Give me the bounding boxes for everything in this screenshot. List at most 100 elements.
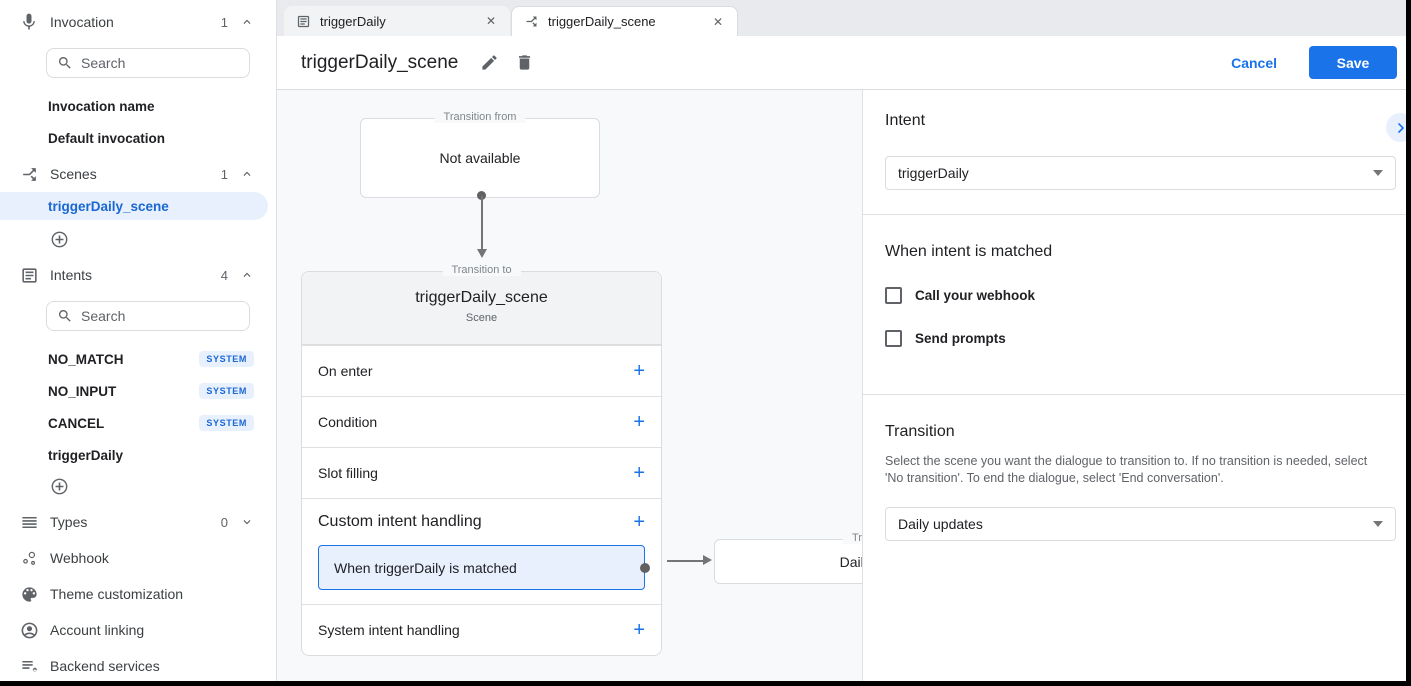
- add-plus-icon[interactable]: +: [633, 511, 645, 533]
- chevron-up-icon[interactable]: [240, 167, 254, 181]
- edit-pencil-icon[interactable]: [480, 53, 499, 72]
- tab-triggerdaily[interactable]: triggerDaily ✕: [284, 6, 510, 36]
- window-edge-right: [1406, 0, 1411, 686]
- connector-dot: [640, 562, 650, 573]
- tab-label: triggerDaily: [320, 13, 386, 29]
- divider: [863, 214, 1406, 215]
- tab-strip: triggerDaily ✕ triggerDaily_scene ✕: [277, 0, 1406, 36]
- checkbox-label: Call your webhook: [915, 288, 1036, 303]
- item-label: triggerDaily: [48, 447, 124, 463]
- sidebar-section-account-linking[interactable]: Account linking: [0, 618, 276, 642]
- chevron-up-icon[interactable]: [240, 15, 254, 29]
- add-plus-icon[interactable]: +: [633, 360, 645, 382]
- tab-triggerdaily-scene[interactable]: triggerDaily_scene ✕: [511, 6, 738, 36]
- chevron-up-icon[interactable]: [240, 268, 254, 282]
- scene-row-condition: Condition +: [302, 396, 661, 447]
- scene-row-slot-filling: Slot filling +: [302, 447, 661, 498]
- sidebar-section-invocation[interactable]: Invocation 1: [0, 10, 276, 34]
- chevron-down-icon[interactable]: [240, 515, 254, 529]
- item-label: CANCEL: [48, 415, 105, 431]
- checkbox-unchecked-icon[interactable]: [885, 330, 902, 347]
- save-button[interactable]: Save: [1309, 46, 1397, 79]
- sidebar-item-no-input[interactable]: NO_INPUT SYSTEM: [0, 381, 276, 401]
- chevron-right-icon: [1397, 122, 1404, 133]
- close-icon[interactable]: ✕: [485, 14, 496, 28]
- sidebar-item-invocation-name[interactable]: Invocation name: [0, 96, 276, 116]
- delete-trash-icon[interactable]: [515, 53, 534, 72]
- transition-target-box: Transition to Daily updates: [714, 532, 862, 584]
- transition-target-title: Daily updates: [839, 553, 862, 570]
- section-label: Invocation: [50, 14, 114, 30]
- add-plus-icon[interactable]: +: [633, 619, 645, 641]
- sidebar-section-webhook[interactable]: Webhook: [0, 546, 276, 570]
- connector-dot: [477, 191, 486, 200]
- invocation-search: [46, 48, 250, 78]
- sidebar-item-no-match[interactable]: NO_MATCH SYSTEM: [0, 349, 276, 369]
- sidebar-item-default-invocation[interactable]: Default invocation: [0, 128, 276, 148]
- checkbox-label: Send prompts: [915, 331, 1006, 346]
- section-label: Intents: [50, 267, 93, 283]
- arrow-right-icon: [703, 555, 712, 565]
- section-label: Backend services: [50, 658, 160, 674]
- transition-from-text: Not available: [439, 150, 521, 166]
- connector-line: [667, 560, 705, 562]
- section-count: 4: [220, 267, 228, 283]
- matched-heading: When intent is matched: [885, 243, 1053, 260]
- transition-heading: Transition: [885, 423, 955, 440]
- close-icon[interactable]: ✕: [712, 14, 723, 29]
- sidebar-section-scenes[interactable]: Scenes 1: [0, 162, 276, 186]
- page-title: triggerDaily_scene: [301, 51, 459, 73]
- microphone-icon: [18, 11, 40, 33]
- item-label: NO_MATCH: [48, 351, 124, 367]
- backend-services-icon: [18, 655, 40, 677]
- sidebar-item-triggerdaily-scene-selected[interactable]: triggerDaily_scene: [0, 192, 268, 220]
- types-list-icon: [18, 511, 40, 533]
- arrow-down-icon: [476, 249, 487, 258]
- sidebar-item-cancel[interactable]: CANCEL SYSTEM: [0, 413, 276, 433]
- add-plus-icon[interactable]: +: [633, 462, 645, 484]
- intent-handler-when-triggerdaily-matched[interactable]: When triggerDaily is matched: [318, 545, 650, 590]
- add-intent-icon[interactable]: [50, 477, 69, 496]
- add-plus-icon[interactable]: +: [633, 411, 645, 433]
- intent-select[interactable]: triggerDaily: [885, 156, 1396, 190]
- transition-description: Select the scene you want the dialogue t…: [885, 454, 1368, 485]
- transition-from-box: Transition from Not available: [360, 111, 600, 198]
- intents-search-input[interactable]: [81, 308, 239, 324]
- section-label: Types: [50, 514, 88, 530]
- section-label: Scenes: [50, 166, 97, 182]
- search-icon: [58, 309, 71, 322]
- item-label: NO_INPUT: [48, 383, 117, 399]
- add-scene-icon[interactable]: [50, 230, 69, 249]
- section-label: Webhook: [50, 550, 109, 566]
- section-count: 0: [220, 514, 228, 530]
- page-header: triggerDaily_scene Cancel Save: [277, 36, 1406, 90]
- section-count: 1: [220, 14, 228, 30]
- system-badge: SYSTEM: [199, 415, 254, 431]
- sidebar-section-types[interactable]: Types 0: [0, 510, 276, 534]
- sidebar-section-intents[interactable]: Intents 4: [0, 263, 276, 287]
- invocation-search-input[interactable]: [81, 55, 239, 71]
- section-count: 1: [220, 166, 228, 182]
- search-icon: [58, 56, 71, 69]
- call-webhook-checkbox-row[interactable]: Call your webhook: [885, 287, 1396, 304]
- connector-line: [481, 196, 483, 250]
- scene-diagram-canvas[interactable]: Transition from Not available Transition…: [277, 90, 862, 681]
- scene-card-subtitle: Scene: [465, 312, 498, 324]
- scene-card-title: triggerDaily_scene: [415, 289, 548, 306]
- checkbox-unchecked-icon[interactable]: [885, 287, 902, 304]
- transition-select[interactable]: Daily updates: [885, 507, 1396, 541]
- sidebar-section-theme[interactable]: Theme customization: [0, 582, 276, 606]
- sidebar-item-triggerdaily[interactable]: triggerDaily: [0, 445, 276, 465]
- section-label: Account linking: [50, 622, 145, 638]
- dropdown-caret-icon: [1373, 521, 1383, 527]
- scene-fork-icon: [18, 163, 40, 185]
- scene-row-on-enter: On enter +: [302, 345, 661, 396]
- cancel-button[interactable]: Cancel: [1231, 54, 1277, 71]
- sidebar-section-backend-services[interactable]: Backend services: [0, 654, 276, 678]
- send-prompts-checkbox-row[interactable]: Send prompts: [885, 330, 1396, 347]
- scene-card: Transition to triggerDaily_scene Scene O…: [301, 264, 662, 656]
- scene-fork-icon: [524, 14, 539, 29]
- transition-from-legend: Transition from: [434, 111, 526, 123]
- row-label: Slot filling: [318, 465, 378, 481]
